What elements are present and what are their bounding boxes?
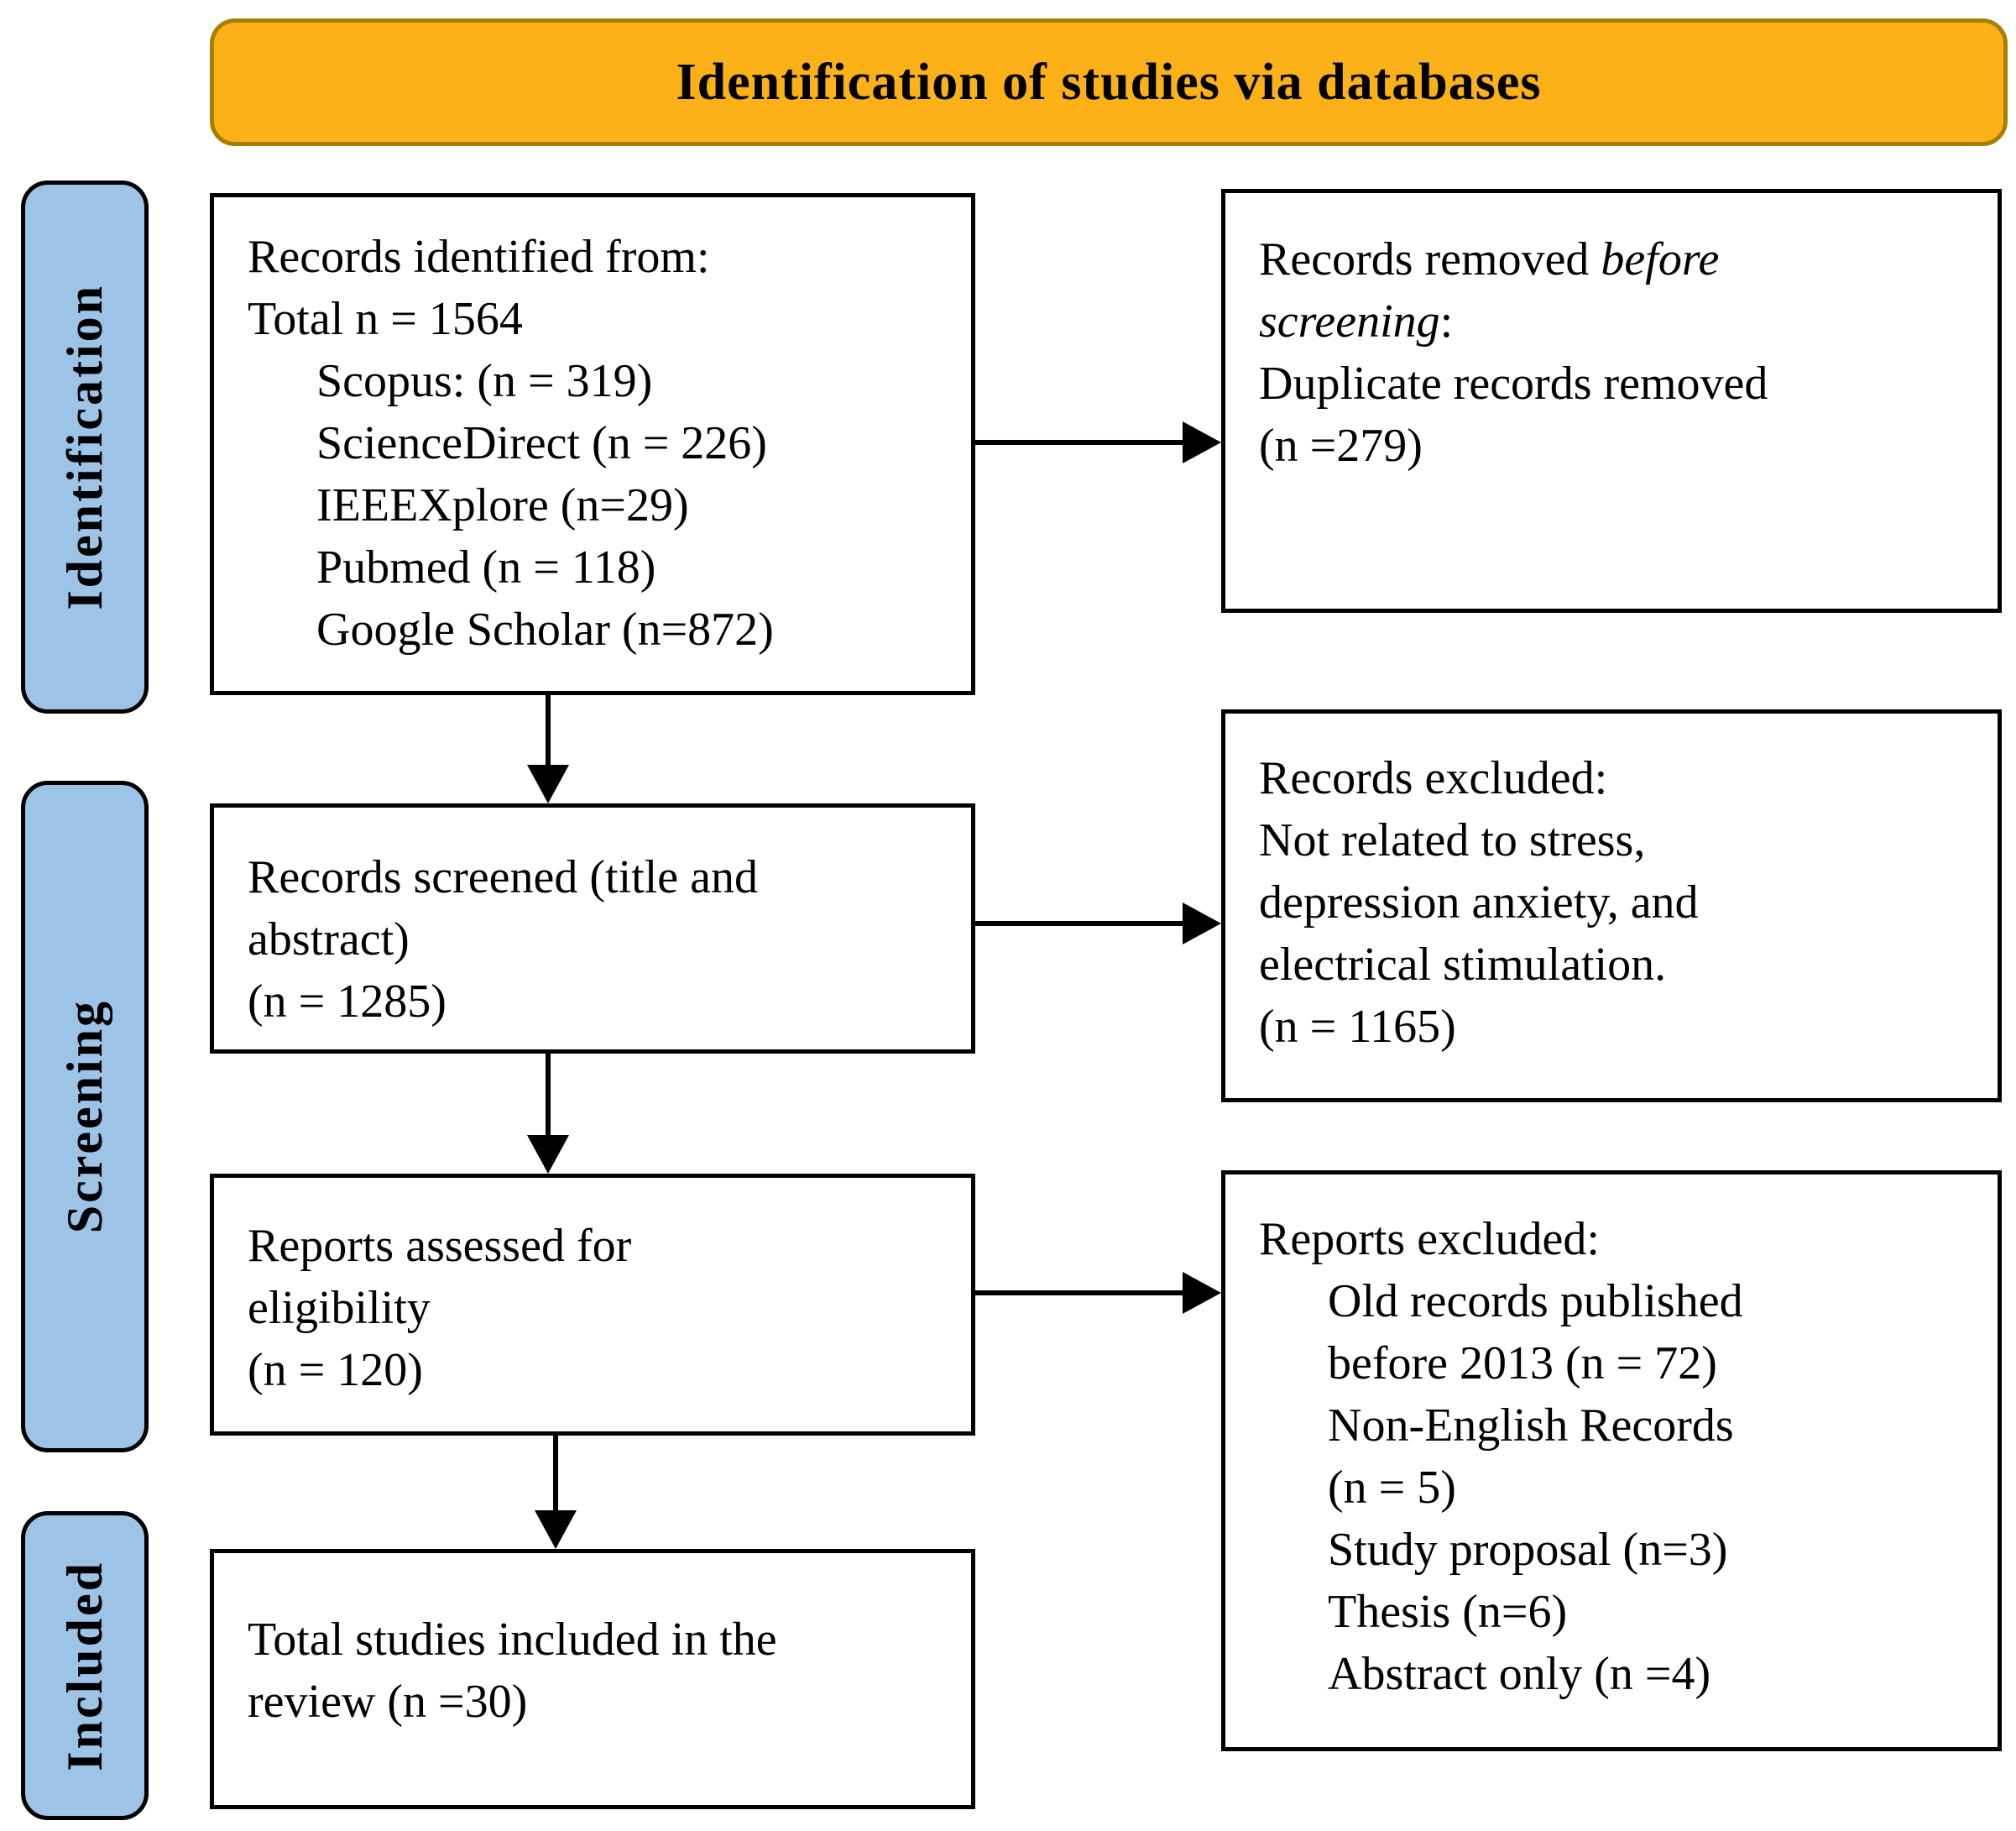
arrow-identified-to-screened-head bbox=[527, 765, 569, 803]
arrow-identified-to-removed-shaft bbox=[975, 440, 1185, 445]
box-reports-assessed: Reports assessed for eligibility (n = 12… bbox=[210, 1174, 975, 1436]
records-screened-line-1: Records screened (title and bbox=[248, 851, 758, 903]
stage-label-screening: Screening bbox=[21, 781, 149, 1452]
reports-assessed-line-1: Reports assessed for bbox=[248, 1220, 632, 1272]
stage-label-screening-text: Screening bbox=[56, 999, 112, 1234]
records-removed-line-4: (n =279) bbox=[1259, 420, 1423, 472]
records-excluded-line-4: electrical stimulation. bbox=[1259, 939, 1667, 991]
reports-excluded-item-non-english-1: Non-English Records bbox=[1328, 1399, 1734, 1452]
total-included-line-2: review (n =30) bbox=[248, 1676, 528, 1728]
reports-excluded-item-old-records-2: before 2013 (n = 72) bbox=[1328, 1337, 1717, 1389]
banner: Identification of studies via databases bbox=[210, 18, 2008, 146]
arrow-screened-to-excluded-shaft bbox=[975, 921, 1185, 926]
arrow-screened-to-assessed-head bbox=[527, 1135, 569, 1174]
box-records-excluded: Records excluded: Not related to stress,… bbox=[1221, 709, 2002, 1102]
box-records-screened: Records screened (title and abstract) (n… bbox=[210, 803, 975, 1054]
records-identified-line-1: Records identified from: bbox=[248, 231, 710, 283]
arrow-assessed-to-included-shaft bbox=[553, 1436, 558, 1513]
records-identified-source-pubmed: Pubmed (n = 118) bbox=[316, 541, 656, 594]
records-removed-line-3: Duplicate records removed bbox=[1259, 358, 1768, 410]
arrow-identified-to-screened-shaft bbox=[546, 695, 551, 772]
records-identified-line-2: Total n = 1564 bbox=[248, 293, 523, 345]
arrow-screened-to-assessed-shaft bbox=[546, 1054, 551, 1138]
reports-excluded-item-abstract-only: Abstract only (n =4) bbox=[1328, 1648, 1711, 1700]
records-excluded-line-2: Not related to stress, bbox=[1259, 814, 1646, 866]
records-identified-source-ieeexplore: IEEEXplore (n=29) bbox=[316, 479, 689, 531]
stage-label-identification: Identification bbox=[21, 180, 149, 714]
box-total-included: Total studies included in the review (n … bbox=[210, 1549, 975, 1809]
banner-title: Identification of studies via databases bbox=[676, 53, 1542, 111]
stage-label-identification-text: Identification bbox=[56, 284, 112, 610]
records-screened-line-3: (n = 1285) bbox=[248, 976, 447, 1028]
records-excluded-line-5: (n = 1165) bbox=[1259, 1001, 1456, 1053]
box-reports-excluded: Reports excluded: Old records published … bbox=[1221, 1170, 2002, 1751]
box-records-identified: Records identified from: Total n = 1564 … bbox=[210, 193, 975, 695]
box-records-removed: Records removed before screening: Duplic… bbox=[1221, 189, 2002, 613]
reports-excluded-line-1: Reports excluded: bbox=[1259, 1213, 1600, 1265]
arrow-assessed-to-reports-excluded-shaft bbox=[975, 1290, 1185, 1295]
arrow-screened-to-excluded-head bbox=[1183, 902, 1221, 944]
records-removed-line-2: screening: bbox=[1259, 296, 1454, 348]
arrow-identified-to-removed-head bbox=[1183, 421, 1221, 463]
records-identified-source-scopus: Scopus: (n = 319) bbox=[316, 355, 653, 407]
records-screened-line-2: abstract) bbox=[248, 913, 410, 965]
total-included-line-1: Total studies included in the bbox=[248, 1614, 777, 1666]
stage-label-included-text: Included bbox=[56, 1560, 112, 1771]
reports-excluded-item-study-proposal: Study proposal (n=3) bbox=[1328, 1524, 1728, 1576]
records-identified-source-googlescholar: Google Scholar (n=872) bbox=[316, 604, 774, 656]
reports-assessed-line-3: (n = 120) bbox=[248, 1344, 423, 1396]
reports-excluded-item-thesis: Thesis (n=6) bbox=[1328, 1586, 1568, 1638]
records-removed-line-1: Records removed before bbox=[1259, 233, 1720, 285]
arrow-assessed-to-reports-excluded-head bbox=[1183, 1272, 1221, 1314]
stage-label-included: Included bbox=[21, 1511, 149, 1820]
reports-excluded-item-non-english-2: (n = 5) bbox=[1328, 1462, 1456, 1514]
reports-excluded-item-old-records-1: Old records published bbox=[1328, 1275, 1743, 1327]
reports-assessed-line-2: eligibility bbox=[248, 1282, 431, 1334]
records-identified-source-sciencedirect: ScienceDirect (n = 226) bbox=[316, 417, 767, 469]
records-excluded-line-1: Records excluded: bbox=[1259, 752, 1608, 804]
records-excluded-line-3: depression anxiety, and bbox=[1259, 876, 1699, 929]
arrow-assessed-to-included-head bbox=[535, 1510, 577, 1549]
